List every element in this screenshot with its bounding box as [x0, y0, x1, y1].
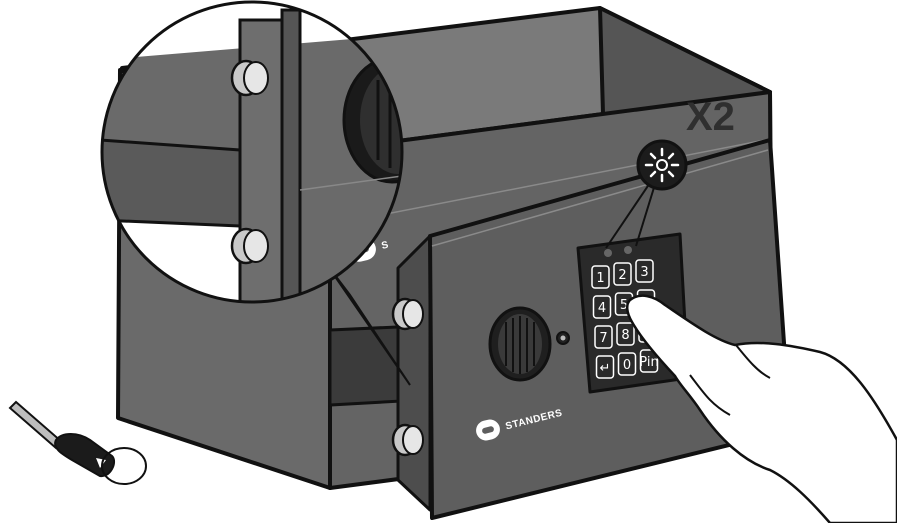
keypad-key: 0	[619, 353, 636, 375]
keypad-key-label: 4	[598, 301, 606, 316]
keypad-key-label: ↵	[600, 361, 611, 376]
keypad-key-label: 2	[618, 268, 626, 283]
keypad-key-label: 0	[623, 358, 631, 373]
keypad-key: 7	[595, 326, 612, 348]
keypad-key: 3	[636, 260, 653, 282]
keypad-key: ↵	[597, 356, 614, 378]
keypad-key-label: 1	[596, 271, 604, 286]
door-knob	[490, 308, 550, 380]
keypad-key-label: 8	[621, 328, 629, 343]
keypad-key-label: 7	[599, 331, 607, 346]
keypad-key-label: 3	[640, 265, 648, 280]
keypad-key-label: Pin	[639, 355, 658, 370]
keypad-key: 4	[594, 296, 611, 318]
keypad-key: 8	[617, 323, 634, 345]
keypad-key: 1	[592, 266, 609, 288]
repeat-label: X2	[686, 95, 735, 139]
keypad-key: 2	[614, 263, 631, 285]
key-hole-icon	[557, 332, 569, 344]
